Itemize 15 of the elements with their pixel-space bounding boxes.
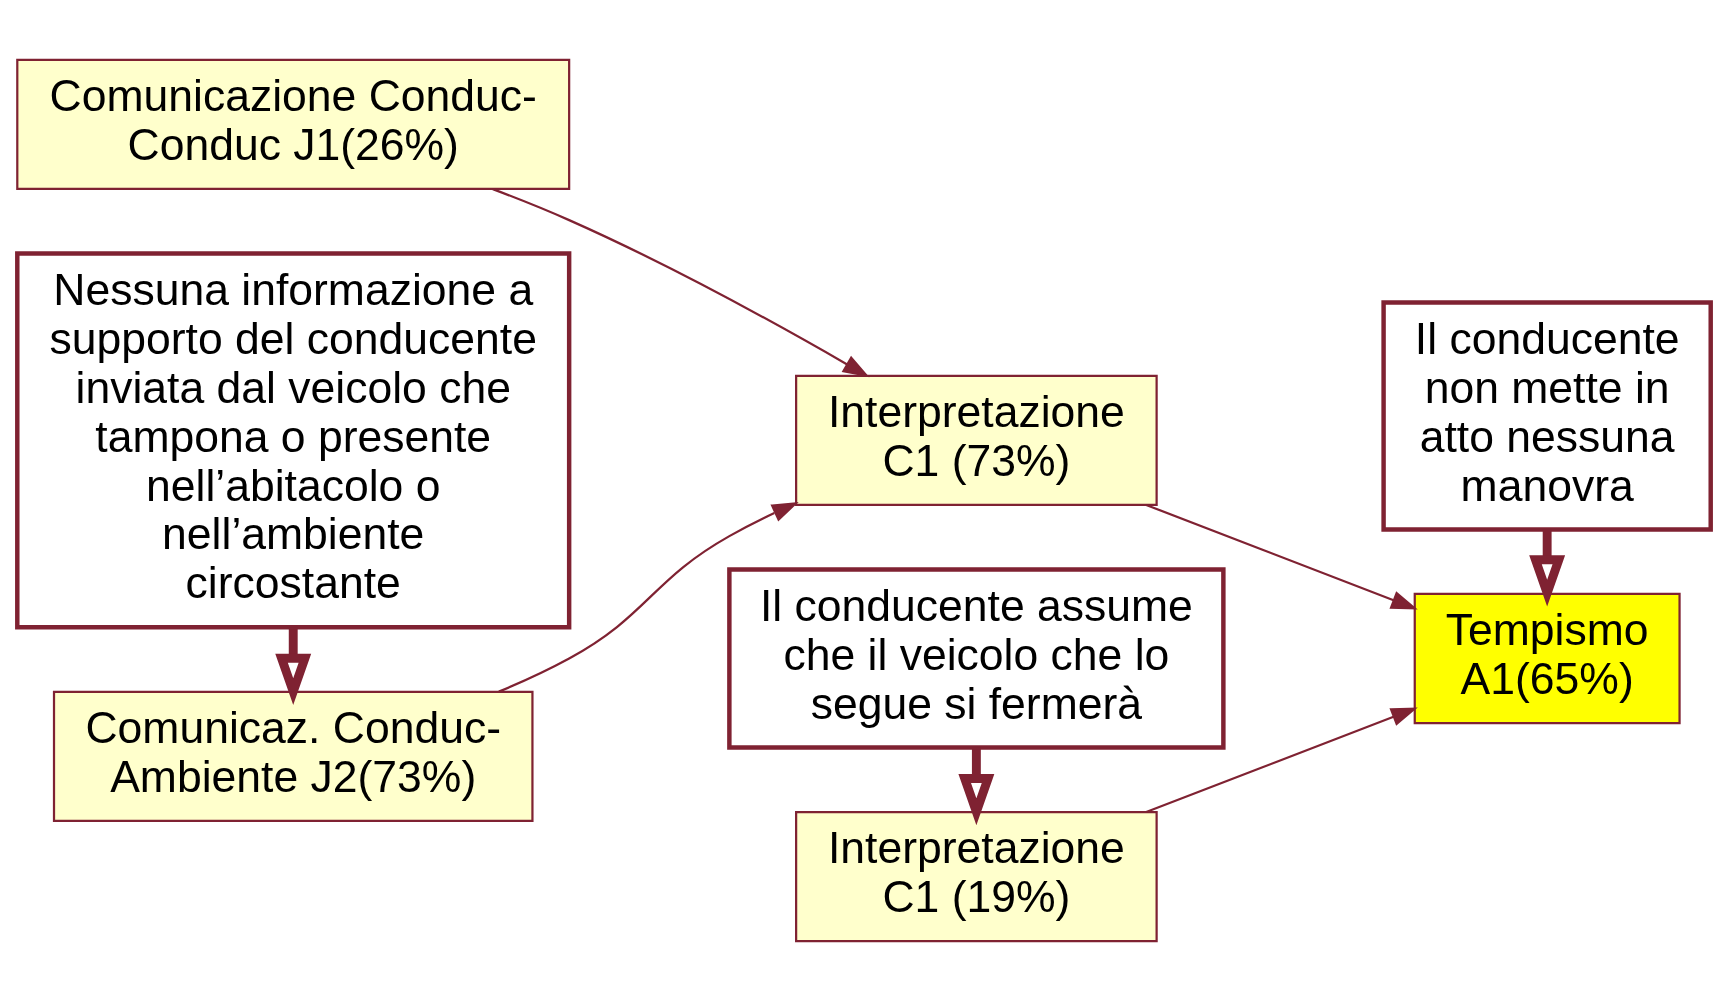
node-box: Il conducente assume che il veicolo che lo segue si fermerà [727, 567, 1226, 750]
node-box: Il conducente non mette in atto nessuna manovra [1381, 300, 1713, 532]
node-box: Comunicaz. Conduc-Ambiente J2(73%) [52, 690, 534, 823]
arrow [1529, 529, 1566, 607]
arrow [498, 502, 799, 693]
arrow [1145, 503, 1418, 610]
node-box: Comunicazione Conduc-Conduc J1(26%) [16, 58, 571, 191]
node-box: Tempismo A1(65%) [1413, 592, 1681, 725]
node-box: Interpretazione C1 (19%) [795, 810, 1158, 943]
node-box: Interpretazione C1 (73%) [795, 374, 1158, 507]
arrow [492, 188, 870, 378]
arrow [1145, 707, 1418, 814]
arrow [275, 627, 312, 706]
arrow [958, 747, 995, 826]
node-box: Nessuna informazione a supporto del conducente inviata dal veicolo che tampona o presente nell’abitacolo o nell’ambiente circostante [15, 251, 572, 630]
